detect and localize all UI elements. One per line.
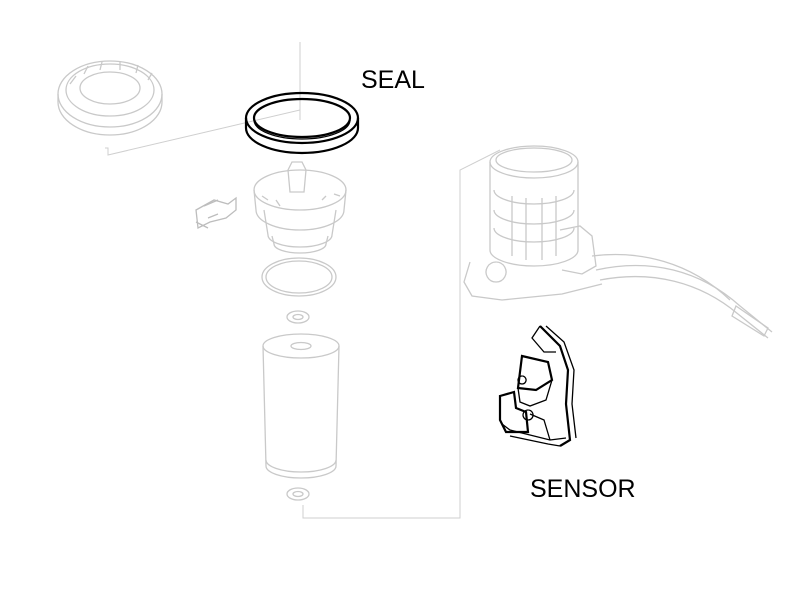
washer-top	[286, 310, 310, 324]
guide-lines	[105, 42, 501, 519]
filter-cartridge	[262, 333, 340, 479]
seal-label: SEAL	[361, 66, 425, 94]
pump-housing	[463, 145, 773, 339]
filter-head	[253, 161, 347, 254]
connector-clip	[195, 196, 237, 229]
retaining-ring	[57, 60, 163, 136]
sensor-label: SENSOR	[530, 475, 636, 503]
seal-ring	[244, 91, 360, 155]
sensor-part	[498, 325, 577, 447]
washer-bottom	[286, 487, 310, 501]
o-ring	[261, 257, 337, 297]
